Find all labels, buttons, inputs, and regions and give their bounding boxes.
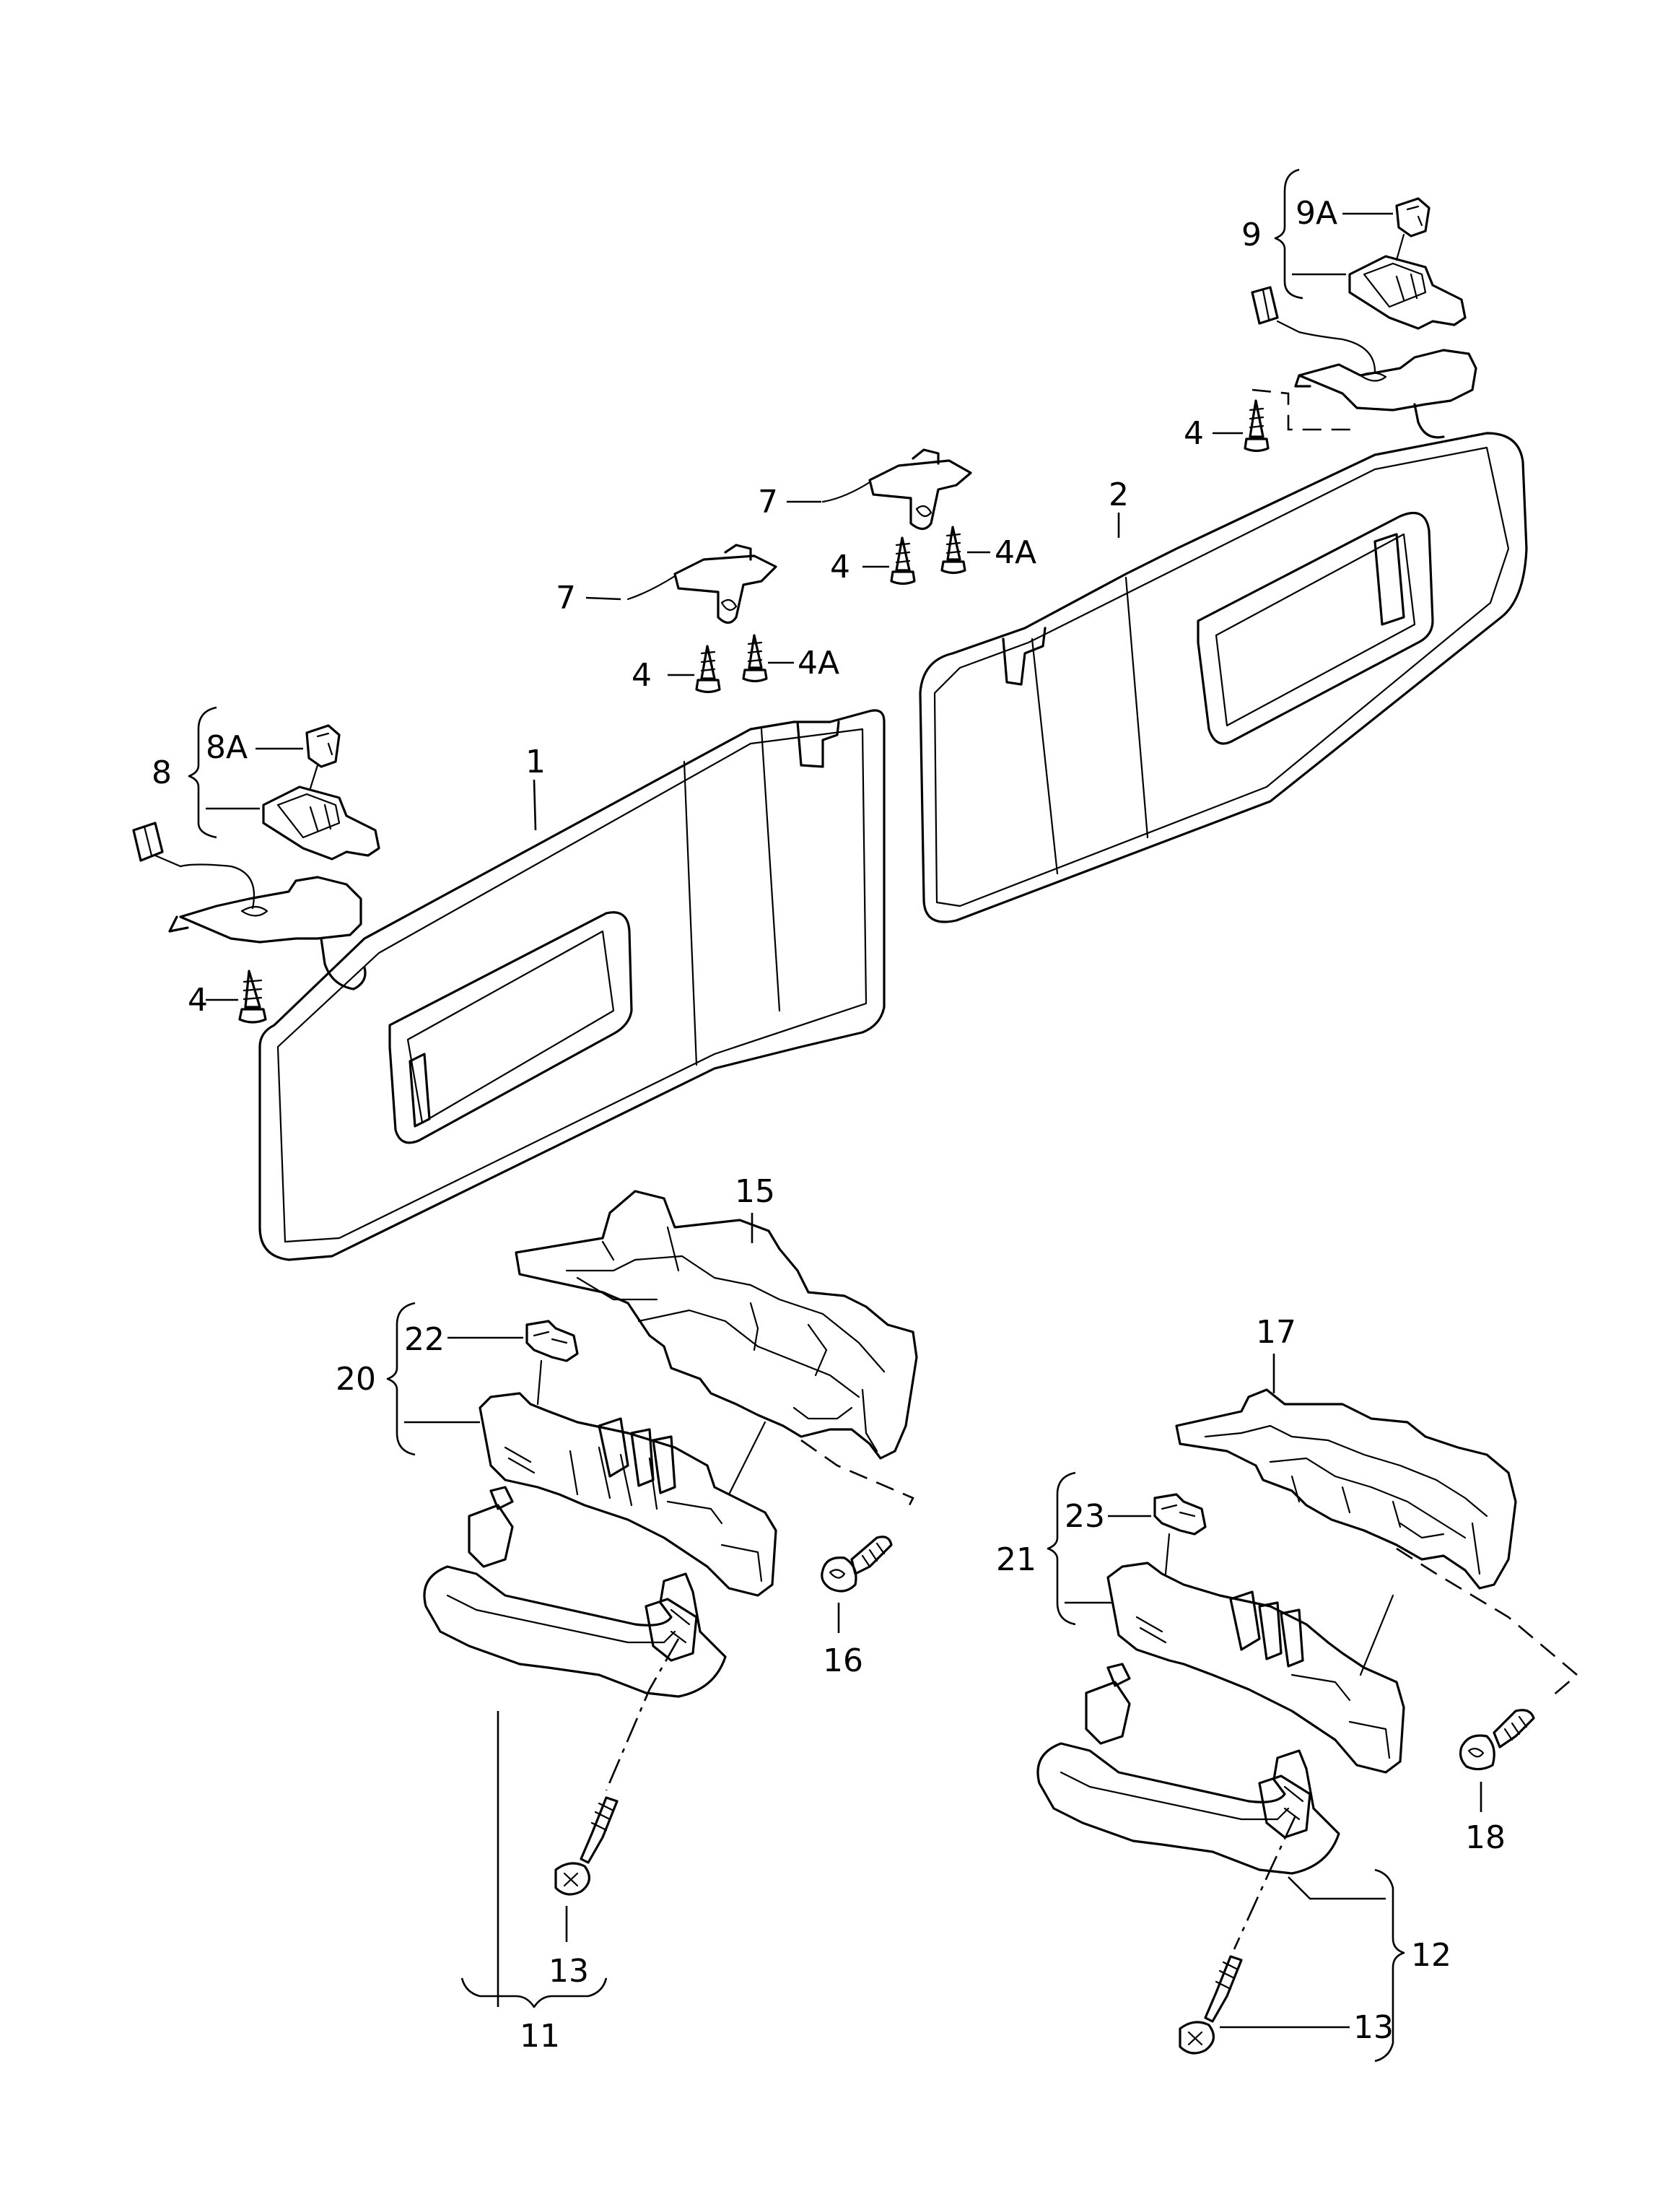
screw-icon bbox=[1459, 1709, 1535, 1771]
brace-12 bbox=[1374, 1868, 1405, 2063]
brace-8 bbox=[188, 706, 217, 839]
clip-7-lower bbox=[626, 544, 777, 624]
callout-4-left: 4 bbox=[188, 982, 208, 1019]
callout-7-upper: 7 bbox=[758, 484, 778, 521]
left-hinge-bracket bbox=[132, 822, 367, 990]
callout-23: 23 bbox=[1065, 1498, 1105, 1535]
right-sun-visor bbox=[919, 432, 1528, 923]
callout-9a: 9A bbox=[1296, 195, 1337, 232]
callout-21: 21 bbox=[996, 1541, 1036, 1578]
screw-icon bbox=[695, 645, 721, 694]
callout-7-lower: 7 bbox=[556, 580, 576, 617]
leader-7-lower bbox=[585, 596, 621, 601]
screw-icon bbox=[890, 536, 916, 585]
screw-icon bbox=[742, 634, 768, 683]
screw-icon bbox=[1244, 399, 1270, 453]
callout-1: 1 bbox=[525, 744, 546, 780]
grab-handle-12 bbox=[1036, 1663, 1340, 1875]
leader-9-link bbox=[1395, 233, 1405, 261]
callout-20: 20 bbox=[336, 1361, 376, 1398]
callout-16: 16 bbox=[823, 1642, 863, 1679]
callout-4a-mid2: 4A bbox=[995, 534, 1036, 571]
leader-17-link bbox=[1359, 1594, 1394, 1676]
guide-13-left bbox=[605, 1638, 680, 1791]
right-hinge-bracket bbox=[1251, 286, 1477, 439]
callout-12: 12 bbox=[1411, 1937, 1451, 1974]
screw-icon bbox=[821, 1536, 893, 1593]
clip-7-upper bbox=[821, 448, 972, 531]
callout-9: 9 bbox=[1241, 217, 1262, 253]
screw-icon bbox=[238, 970, 267, 1024]
screw-icon bbox=[940, 526, 966, 575]
handle-base-21 bbox=[1106, 1562, 1405, 1774]
connector-22 bbox=[525, 1320, 579, 1362]
connector-23 bbox=[1153, 1493, 1207, 1536]
callout-4-right: 4 bbox=[1184, 415, 1204, 452]
callout-2: 2 bbox=[1109, 476, 1129, 513]
brace-11 bbox=[460, 1977, 608, 2008]
dashed-guide-16 bbox=[800, 1439, 914, 1513]
leader-8-link bbox=[309, 764, 319, 790]
vanity-light-9 bbox=[1348, 255, 1467, 330]
brace-20 bbox=[386, 1302, 416, 1456]
handle-base-20 bbox=[479, 1392, 777, 1597]
leader-1 bbox=[533, 779, 537, 831]
callout-11: 11 bbox=[520, 2018, 560, 2055]
leader-23-link bbox=[1164, 1533, 1171, 1575]
dashed-guide-right-hinge bbox=[1252, 388, 1357, 431]
callout-8a: 8A bbox=[206, 729, 248, 766]
callout-4-mid2: 4 bbox=[830, 549, 850, 585]
left-sun-visor bbox=[258, 709, 886, 1261]
callout-17: 17 bbox=[1256, 1314, 1296, 1351]
vanity-light-8 bbox=[262, 785, 380, 861]
screw-icon bbox=[554, 1796, 619, 1896]
callout-8: 8 bbox=[152, 754, 172, 791]
callout-22: 22 bbox=[404, 1321, 445, 1358]
callout-13-right: 13 bbox=[1353, 2009, 1394, 2046]
connector-9a bbox=[1395, 197, 1430, 238]
screw-icon bbox=[1179, 1955, 1243, 2055]
leader-12-handle bbox=[1288, 1876, 1386, 1900]
callout-4a-mid1: 4A bbox=[798, 645, 839, 682]
callout-13-left: 13 bbox=[549, 1953, 589, 1990]
leader-22-link bbox=[536, 1359, 543, 1406]
callout-15: 15 bbox=[735, 1173, 775, 1210]
callout-18: 18 bbox=[1465, 1819, 1506, 1856]
leader-15-link bbox=[728, 1421, 766, 1496]
grab-handle-11 bbox=[423, 1486, 727, 1698]
connector-8a bbox=[305, 724, 341, 768]
mounting-bracket-17 bbox=[1175, 1388, 1517, 1590]
mounting-bracket-15 bbox=[515, 1190, 918, 1460]
brace-9 bbox=[1274, 168, 1303, 300]
callout-4-mid1: 4 bbox=[632, 657, 652, 694]
brace-21 bbox=[1047, 1471, 1076, 1626]
guide-13-right bbox=[1233, 1815, 1297, 1950]
dashed-guide-18 bbox=[1396, 1547, 1579, 1697]
